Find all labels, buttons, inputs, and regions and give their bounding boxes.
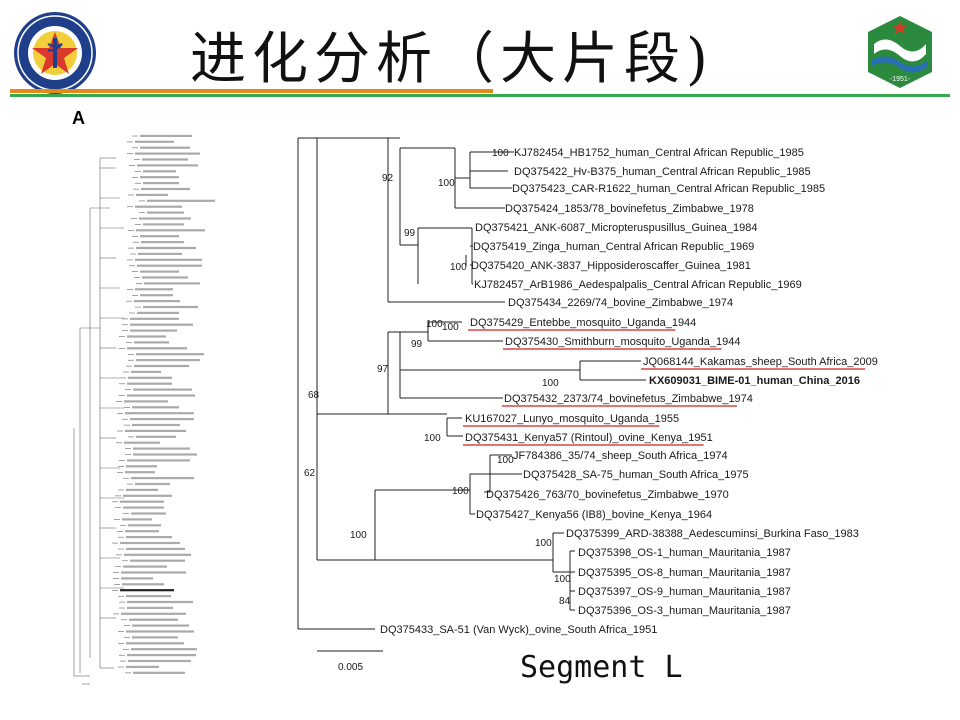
- leaf-labels: KJ782454_HB1752_human_Central African Re…: [380, 147, 878, 636]
- bootstrap-value: 100: [424, 433, 441, 444]
- military-medical-academy-logo: [12, 10, 98, 96]
- bootstrap-value: 100: [426, 319, 443, 330]
- bootstrap-value: 100: [535, 538, 552, 549]
- bootstrap-value: 100: [438, 178, 455, 189]
- svg-text:-1951-: -1951-: [890, 76, 911, 83]
- bootstrap-value: 99: [404, 228, 416, 239]
- leaf-label: KU167027_Lunyo_mosquito_Uganda_1955: [465, 413, 679, 425]
- leaf-label: JQ068144_Kakamas_sheep_South Africa_2009: [643, 356, 878, 368]
- leaf-label: DQ375426_763/70_bovinefetus_Zimbabwe_197…: [486, 489, 729, 501]
- bootstrap-value: 97: [377, 364, 389, 375]
- leaf-label: KX609031_BIME-01_human_China_2016: [649, 375, 860, 387]
- scale-bar-label: 0.005: [338, 662, 363, 673]
- leaf-label: DQ375395_OS-8_human_Mauritania_1987: [578, 567, 791, 579]
- leaf-label: DQ375424_1853/78_bovinefetus_Zimbabwe_19…: [505, 203, 754, 215]
- leaf-label: DQ375421_ANK-6087_Micropteruspusillus_Gu…: [475, 222, 758, 234]
- leaf-label: KJ782457_ArB1986_Aedespalpalis_Central A…: [474, 279, 802, 291]
- bootstrap-value: 68: [308, 390, 320, 401]
- bootstrap-value: 100: [450, 262, 467, 273]
- leaf-label: DQ375420_ANK-3837_Hipposideroscaffer_Gui…: [471, 260, 751, 272]
- leaf-label: DQ375427_Kenya56 (IB8)_bovine_Kenya_1964: [476, 509, 712, 521]
- bootstrap-value: 100: [452, 486, 469, 497]
- leaf-label: JF784386_35/74_sheep_South Africa_1974: [513, 450, 728, 462]
- institute-logo: -1951-: [864, 14, 936, 90]
- bootstrap-value: 100: [492, 148, 509, 159]
- leaf-label: DQ375396_OS-3_human_Mauritania_1987: [578, 605, 791, 617]
- leaf-label: DQ375430_Smithburn_mosquito_Uganda_1944: [505, 336, 740, 348]
- leaf-label: KJ782454_HB1752_human_Central African Re…: [514, 147, 804, 159]
- header-divider: [10, 94, 950, 97]
- bootstrap-value: 84: [559, 596, 571, 607]
- leaf-label: DQ375428_SA-75_human_South Africa_1975: [523, 469, 749, 481]
- leaf-label: DQ375431_Kenya57 (Rintoul)_ovine_Kenya_1…: [465, 432, 713, 444]
- leaf-label: DQ375432_2373/74_bovinefetus_Zimbabwe_19…: [504, 393, 753, 405]
- leaf-label: DQ375422_Hv-B375_human_Central African R…: [514, 166, 811, 178]
- leaf-label: DQ375434_2269/74_bovine_Zimbabwe_1974: [508, 297, 733, 309]
- leaf-label: DQ375423_CAR-R1622_human_Central African…: [512, 183, 825, 195]
- leaf-label: DQ375433_SA-51 (Van Wyck)_ovine_South Af…: [380, 624, 657, 636]
- bootstrap-value: 100: [542, 378, 559, 389]
- bootstrap-value: 100: [497, 455, 514, 466]
- tree-branches: [297, 137, 646, 652]
- overview-tree: [73, 134, 215, 685]
- bootstrap-value: 100: [442, 322, 459, 333]
- leaf-label: DQ375419_Zinga_human_Central African Rep…: [473, 241, 754, 253]
- panel-letter: A: [72, 108, 85, 128]
- leaf-label: DQ375399_ARD-38388_Aedescuminsi_Burkina …: [566, 528, 859, 540]
- bootstrap-value: 62: [304, 468, 316, 479]
- leaf-label: DQ375429_Entebbe_mosquito_Uganda_1944: [470, 317, 696, 329]
- bootstrap-value: 92: [382, 173, 394, 184]
- bootstrap-value: 100: [350, 530, 367, 541]
- leaf-label: DQ375398_OS-1_human_Mauritania_1987: [578, 547, 791, 559]
- bootstrap-value: 99: [411, 339, 423, 350]
- segment-label: Segment L: [520, 650, 683, 685]
- bootstrap-value: 100: [554, 574, 571, 585]
- leaf-label: DQ375397_OS-9_human_Mauritania_1987: [578, 586, 791, 598]
- header-accent-rule: [10, 89, 493, 93]
- slide-title: 进化分析（大片段): [190, 27, 714, 92]
